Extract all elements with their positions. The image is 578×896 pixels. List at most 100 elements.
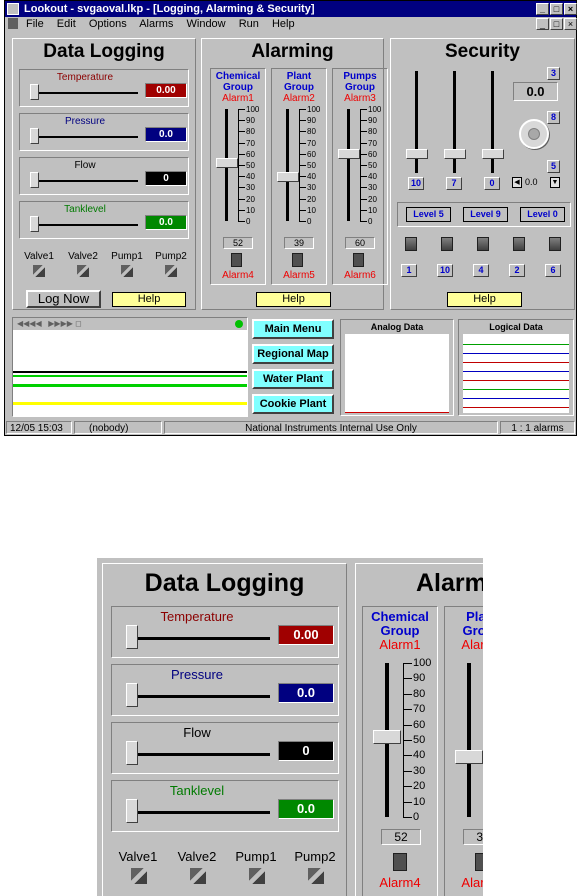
alarm-scale-label: 70: [246, 138, 255, 148]
trend-scroll-bar[interactable]: ◀◀◀◀ ▶▶▶▶ ◻: [13, 318, 247, 330]
zoom-alarm-group-name: Plant: [466, 609, 483, 624]
status-alarms: 1 : 1 alarms: [500, 421, 575, 434]
logging-slider-knob[interactable]: [30, 128, 39, 144]
menu-edit[interactable]: Edit: [56, 18, 76, 30]
zoom-slider-knob[interactable]: [126, 799, 138, 823]
doc-restore-button[interactable]: □: [550, 18, 563, 30]
security-knob[interactable]: [519, 119, 549, 149]
minimize-button[interactable]: _: [536, 3, 549, 15]
zoom-valve1-icon[interactable]: [131, 868, 147, 884]
logging-slider-knob[interactable]: [30, 172, 39, 188]
logical-trace: [463, 371, 569, 372]
alarming-help-button[interactable]: Help: [256, 292, 331, 307]
doc-close-button[interactable]: ×: [564, 18, 577, 30]
zoom-slider-knob[interactable]: [126, 683, 138, 707]
alarm-scale-tick: [238, 198, 245, 200]
zoom-logging-row-label: Flow: [183, 725, 211, 740]
alarm-slider-knob[interactable]: [216, 157, 238, 168]
spin-down-button[interactable]: ◀: [512, 177, 522, 188]
printer-icon[interactable]: [441, 237, 453, 251]
alarm-scale-tick: [360, 153, 367, 155]
zoom-pump1-icon[interactable]: [249, 868, 265, 884]
logical-trace: [463, 362, 569, 363]
security-level-2[interactable]: Level 9: [463, 207, 508, 222]
zoom-slider-knob[interactable]: [126, 625, 138, 649]
security-level-1[interactable]: Level 5: [406, 207, 451, 222]
logging-slider-knob[interactable]: [30, 216, 39, 232]
alarm-scale-tick: [360, 209, 367, 211]
valve1-icon[interactable]: [33, 265, 45, 277]
log-now-button[interactable]: Log Now: [26, 290, 101, 308]
menu-alarms[interactable]: Alarms: [139, 18, 174, 30]
pump1-icon[interactable]: [121, 265, 133, 277]
security-slider-value: 0: [484, 177, 500, 190]
spin-up-button[interactable]: ▼: [550, 177, 560, 188]
alarm-scale-label: 0: [368, 217, 373, 226]
alarm-scale-line: [238, 109, 239, 221]
zoom-pump2-icon[interactable]: [308, 868, 324, 884]
zoom-alarm-switch-icon[interactable]: [475, 853, 483, 871]
security-display: 0.0: [513, 82, 558, 101]
maximize-button[interactable]: □: [550, 3, 563, 15]
alarm-scale-tick: [299, 120, 306, 122]
logging-slider-knob[interactable]: [30, 84, 39, 100]
alarm-group-alarm: Alarm2: [283, 93, 315, 104]
security-level-3[interactable]: Level 0: [520, 207, 565, 222]
alarm-slider-track: [347, 109, 350, 221]
pencil-icon[interactable]: [405, 237, 417, 251]
water-plant-button[interactable]: Water Plant: [252, 369, 334, 389]
zoom-alarm-slider-knob[interactable]: [455, 749, 483, 764]
cookie-plant-button[interactable]: Cookie Plant: [252, 394, 334, 414]
alarm-slider-knob[interactable]: [277, 172, 299, 183]
alarm-switch-icon[interactable]: [231, 253, 242, 267]
alarm-switch-icon[interactable]: [292, 253, 303, 267]
menu-options[interactable]: Options: [88, 18, 127, 30]
alarm-scale-label: 30: [368, 183, 377, 193]
security-slider-knob[interactable]: [482, 148, 504, 159]
valve2-icon[interactable]: [77, 265, 89, 277]
alarm-scale-label: 80: [307, 127, 316, 137]
logging-row-value: 0.0: [145, 127, 187, 142]
valve-label-valve2: Valve2: [68, 251, 98, 262]
alarm-scale-label: 90: [307, 116, 316, 126]
zoom-slider-knob[interactable]: [126, 741, 138, 765]
security-slider-knob[interactable]: [444, 148, 466, 159]
security-slider-knob[interactable]: [406, 148, 428, 159]
alarm-group-name: Pumps: [343, 71, 377, 82]
alarm-group-alarm: Alarm3: [344, 93, 376, 104]
pump2-icon[interactable]: [165, 265, 177, 277]
trend-nav-icons[interactable]: ◀◀◀◀ ▶▶▶▶ ◻: [17, 319, 82, 328]
zoom-alarm-scale-label: 20: [413, 780, 426, 793]
alarm-switch-icon[interactable]: [353, 253, 364, 267]
zoom-valve-label-pump2: Pump2: [294, 849, 336, 864]
logical-trace: [463, 344, 569, 345]
zoom-data-logging-title: Data Logging: [144, 569, 305, 597]
alarm-scale-tick: [360, 120, 367, 122]
menu-file[interactable]: File: [26, 18, 44, 30]
doc-icon[interactable]: [8, 18, 18, 29]
document-icon[interactable]: [477, 237, 489, 251]
zoom-valve2-icon[interactable]: [190, 868, 206, 884]
regional-map-button[interactable]: Regional Map: [252, 344, 334, 364]
main-menu-button[interactable]: Main Menu: [252, 319, 334, 339]
keyboard-icon[interactable]: [549, 237, 561, 251]
alarm-slider-knob[interactable]: [338, 148, 360, 159]
alarm-scale-label: 70: [307, 138, 316, 148]
zoom-alarm-slider-knob[interactable]: [373, 729, 401, 744]
alarm-group-subtitle: Group: [345, 82, 375, 93]
security-help-button[interactable]: Help: [447, 292, 522, 307]
zoom-alarm-switch-icon[interactable]: [393, 853, 407, 871]
doc-minimize-button[interactable]: _: [536, 18, 549, 30]
app-icon[interactable]: [7, 3, 19, 15]
logging-help-button[interactable]: Help: [112, 292, 186, 307]
menu-window[interactable]: Window: [186, 18, 226, 30]
menu-help[interactable]: Help: [271, 18, 295, 30]
menu-run[interactable]: Run: [238, 18, 259, 30]
status-message: National Instruments Internal Use Only: [164, 421, 498, 434]
device-icon[interactable]: [513, 237, 525, 251]
alarm-group-bottom-alarm: Alarm6: [344, 270, 376, 281]
logical-trace: [463, 407, 569, 408]
close-button[interactable]: ×: [564, 3, 577, 15]
